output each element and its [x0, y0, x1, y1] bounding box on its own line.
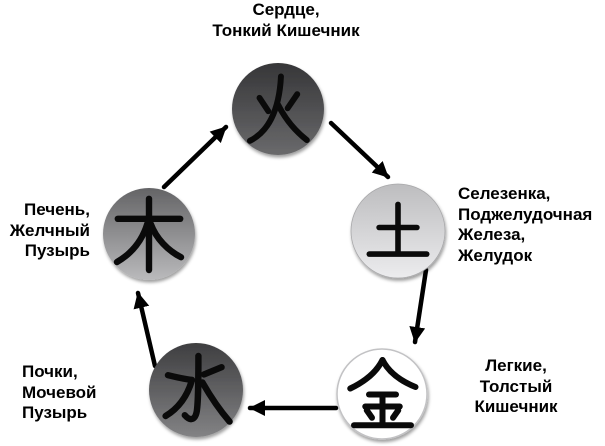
arrow-fire-to-earth — [328, 120, 391, 180]
node-earth — [350, 183, 446, 279]
node-wood — [103, 188, 195, 280]
label-fire-organs: Сердце, Тонкий Кишечник — [212, 0, 360, 40]
arrow-earth-to-metal — [409, 267, 429, 345]
wood-kanji-icon — [113, 195, 185, 274]
node-water — [149, 343, 243, 437]
label-wood-organs: Печень, Желчный Пузырь — [9, 200, 90, 260]
arrow-wood-to-fire — [161, 124, 229, 190]
arrow-water-to-wood — [133, 290, 158, 369]
cycle-arrows — [133, 120, 429, 416]
metal-kanji-icon — [347, 357, 419, 429]
fire-kanji-icon — [246, 73, 310, 144]
label-metal-organs: Легкие, Толстый Кишечник — [474, 356, 558, 416]
label-earth-organs: Селезенка, Поджелудочная Железа, Желудок — [458, 184, 593, 265]
label-water-organs: Почки, Мочевой Пузырь — [22, 362, 97, 422]
water-kanji-icon — [162, 352, 233, 425]
earth-kanji-icon — [366, 201, 430, 257]
node-metal — [336, 348, 428, 440]
node-fire — [232, 63, 324, 155]
